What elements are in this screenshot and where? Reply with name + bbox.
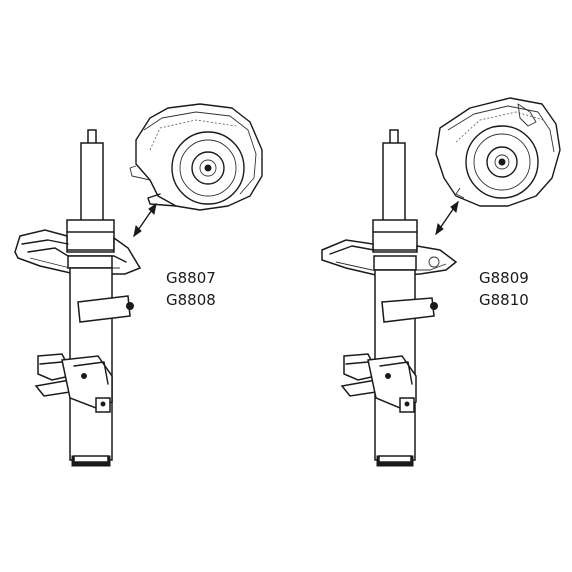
part-code-left-1: G8807 (166, 269, 216, 287)
strut-right (321, 129, 458, 467)
arrow-left (133, 202, 157, 238)
top-mount-left (129, 103, 263, 211)
top-mount-right (435, 97, 561, 207)
arrow-right (435, 200, 459, 236)
strut-left (14, 129, 142, 467)
part-code-right-2: G8810 (479, 291, 529, 309)
part-code-left-2: G8808 (166, 291, 216, 309)
part-code-right-1: G8809 (479, 269, 529, 287)
